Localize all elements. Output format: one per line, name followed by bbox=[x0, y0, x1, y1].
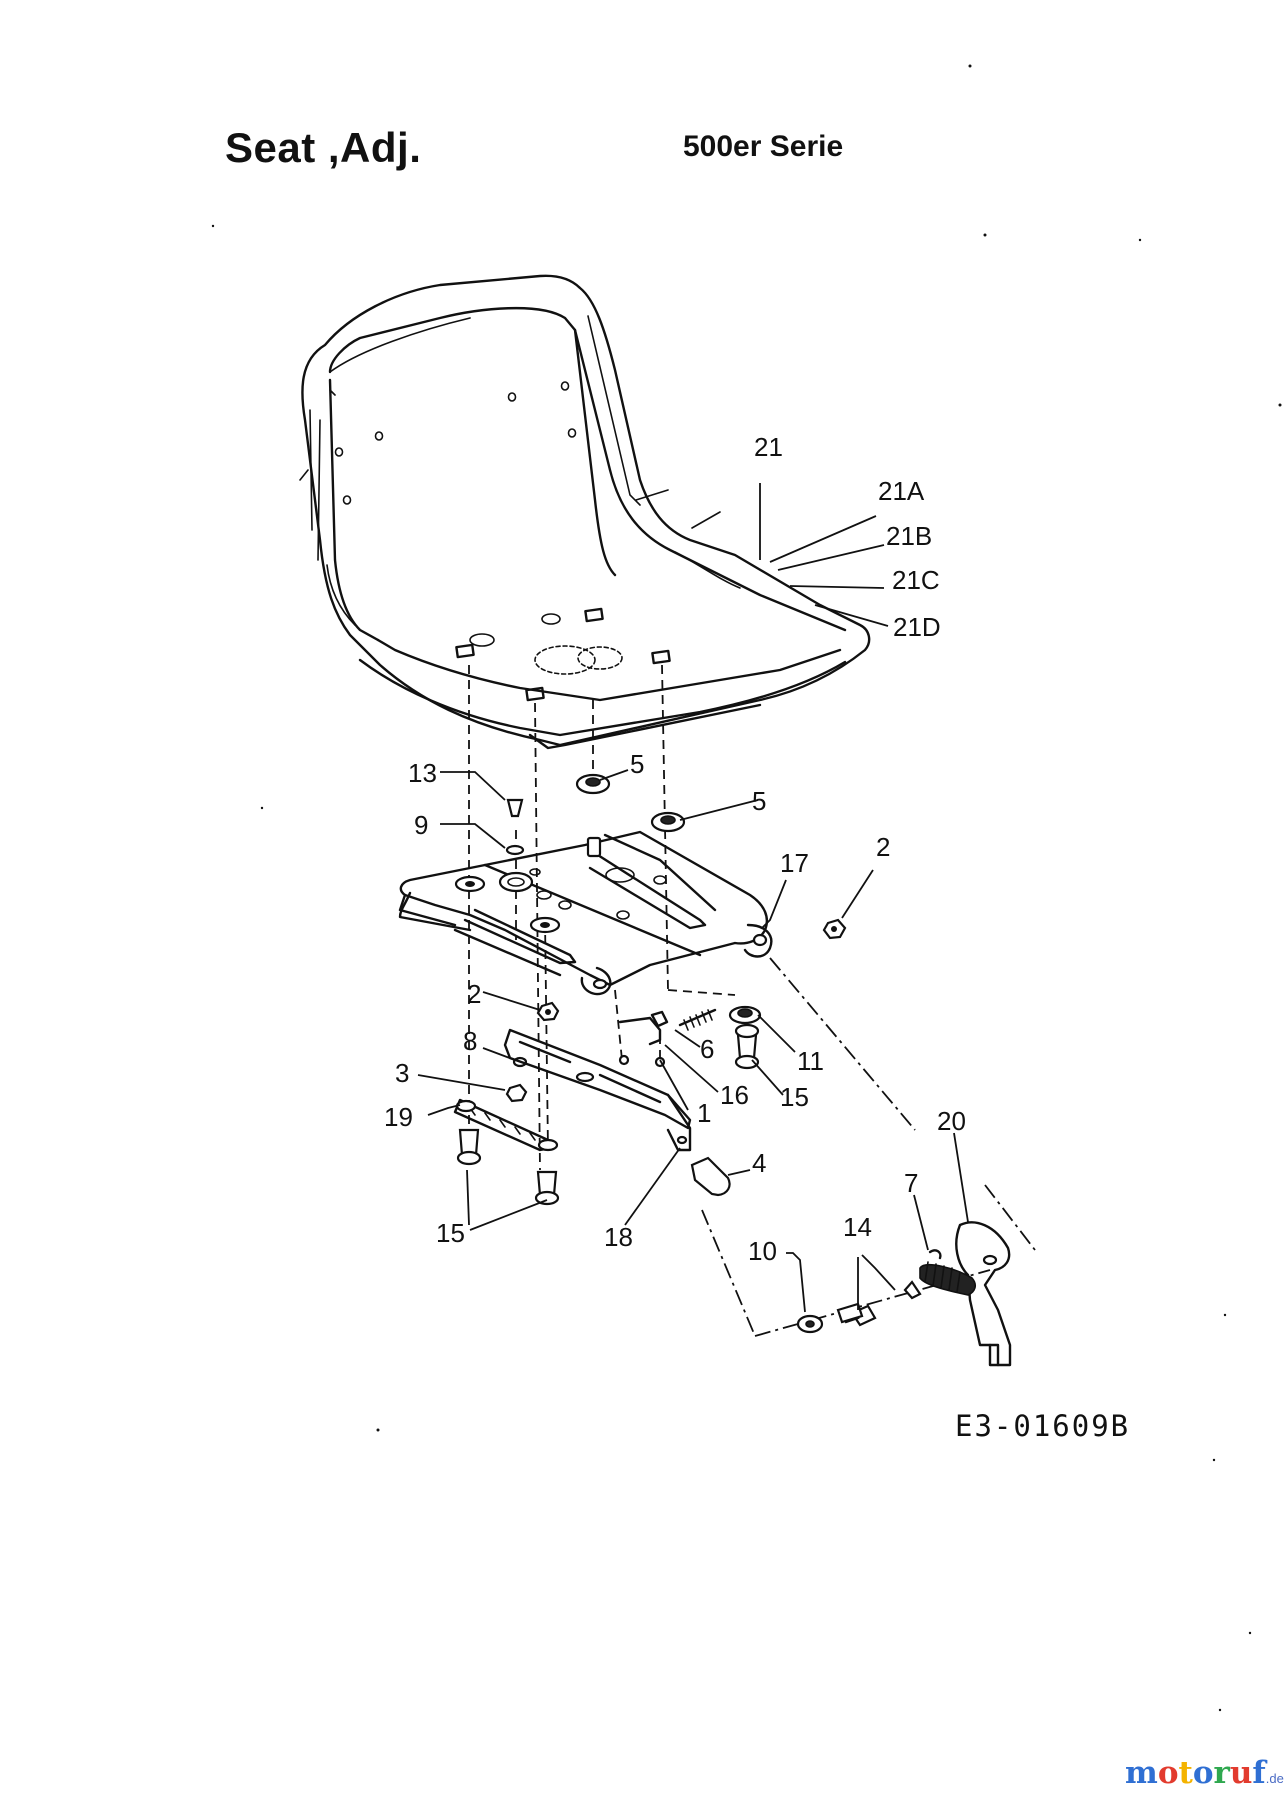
callout-21c: 21C bbox=[892, 565, 940, 595]
callout-10: 10 bbox=[748, 1236, 777, 1266]
brand-logo[interactable]: motoruf.de bbox=[1125, 1755, 1284, 1791]
hardware bbox=[453, 773, 1012, 1367]
callout-2-right: 2 bbox=[876, 832, 890, 862]
callout-9: 9 bbox=[414, 810, 428, 840]
brand-letter-7: f bbox=[1252, 1755, 1266, 1791]
callout-labels: 21 21A 21B 21C 21D 13 5 9 5 17 2 2 8 3 1… bbox=[384, 432, 966, 1266]
callout-21b: 21B bbox=[886, 521, 932, 551]
callout-8: 8 bbox=[463, 1026, 477, 1056]
page-title: Seat ,Adj. bbox=[225, 124, 422, 171]
callout-4: 4 bbox=[752, 1148, 766, 1178]
callout-15-left: 15 bbox=[436, 1218, 465, 1248]
callout-21: 21 bbox=[754, 432, 783, 462]
callout-16: 16 bbox=[720, 1080, 749, 1110]
callout-11: 11 bbox=[797, 1046, 824, 1076]
brand-letter-5: r bbox=[1213, 1755, 1230, 1791]
brand-letter-2: o bbox=[1157, 1755, 1179, 1791]
scan-specks bbox=[211, 64, 1282, 1712]
brand-letter-6: u bbox=[1229, 1755, 1253, 1791]
callout-2-left: 2 bbox=[467, 979, 481, 1009]
callout-17: 17 bbox=[780, 848, 809, 878]
drawing-code: E3-01609B bbox=[955, 1409, 1131, 1443]
callout-18: 18 bbox=[604, 1222, 633, 1252]
brand-letter-3: t bbox=[1178, 1755, 1193, 1791]
brand-letter-1: m bbox=[1125, 1755, 1158, 1791]
callout-5-right: 5 bbox=[752, 786, 766, 816]
seat-shell bbox=[299, 274, 871, 750]
callout-6: 6 bbox=[700, 1034, 714, 1064]
callout-20: 20 bbox=[937, 1106, 966, 1136]
brand-domain: .de bbox=[1265, 1771, 1284, 1786]
callout-13: 13 bbox=[408, 758, 437, 788]
series-label: 500er Serie bbox=[683, 130, 844, 163]
callout-21a: 21A bbox=[878, 476, 925, 506]
callout-7: 7 bbox=[904, 1168, 918, 1198]
callout-21d: 21D bbox=[893, 612, 941, 642]
callout-19: 19 bbox=[384, 1102, 413, 1132]
brand-letter-4: o bbox=[1192, 1755, 1214, 1791]
callout-3: 3 bbox=[395, 1058, 409, 1088]
callout-1: 1 bbox=[697, 1098, 711, 1128]
callout-5-upper: 5 bbox=[630, 749, 644, 779]
callout-15-right: 15 bbox=[780, 1082, 809, 1112]
seat-slide-base bbox=[398, 830, 773, 996]
callout-14: 14 bbox=[843, 1212, 872, 1242]
leader-lines bbox=[417, 483, 969, 1313]
